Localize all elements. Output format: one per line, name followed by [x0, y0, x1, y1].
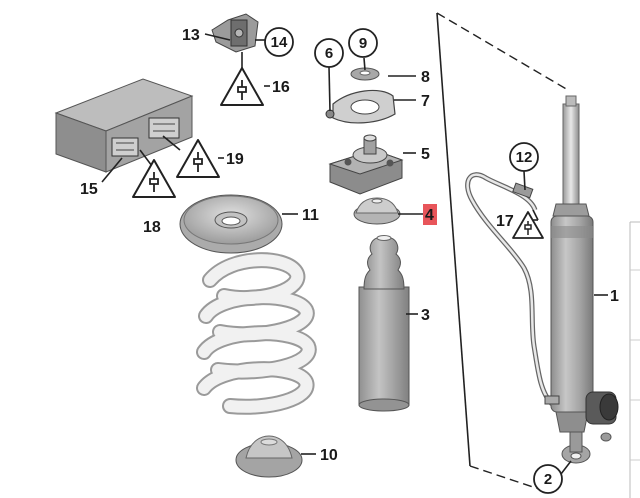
callout-19[interactable]: 19 — [226, 151, 244, 168]
electrical-warning-icon — [512, 211, 544, 239]
callout-18[interactable]: 18 — [143, 219, 161, 236]
callout-5[interactable]: 5 — [421, 146, 430, 163]
callout-labels: 1 2 3 4 5 6 7 8 9 10 11 12 13 14 15 16 1… — [80, 27, 619, 488]
callout-3[interactable]: 3 — [421, 307, 430, 324]
callout-16[interactable]: 16 — [272, 79, 290, 96]
callout-15[interactable]: 15 — [80, 181, 98, 198]
leader-lines — [101, 33, 608, 475]
callout-12[interactable]: 12 — [516, 149, 533, 166]
callout-11[interactable]: 11 — [302, 207, 319, 224]
electrical-warning-icon — [176, 139, 220, 178]
electrical-warning-icon — [220, 67, 264, 106]
control-unit — [54, 78, 194, 173]
callout-10[interactable]: 10 — [320, 447, 338, 464]
callout-17[interactable]: 17 — [496, 213, 514, 230]
coil-spring — [196, 252, 317, 415]
table-edge — [629, 221, 640, 498]
callout-6[interactable]: 6 — [325, 45, 333, 62]
electrical-warning-icon — [132, 159, 176, 198]
callout-circles — [264, 27, 563, 494]
upper-spring-pad — [179, 194, 283, 254]
callout-13[interactable]: 13 — [182, 27, 200, 44]
callout-8[interactable]: 8 — [421, 69, 430, 86]
callout-2[interactable]: 2 — [544, 471, 552, 488]
gasket — [325, 89, 396, 124]
callout-4[interactable]: 4 — [425, 207, 434, 224]
callout-1[interactable]: 1 — [610, 288, 619, 305]
callout-highlight-box — [423, 204, 437, 225]
stop-cap — [353, 197, 401, 225]
callout-14[interactable]: 14 — [271, 34, 288, 51]
protective-boot — [358, 235, 410, 412]
assembly-frame — [436, 12, 569, 493]
height-sensor-bracket — [211, 13, 259, 53]
shock-absorber — [550, 95, 619, 464]
washer — [350, 67, 380, 81]
wiring-harness — [465, 172, 560, 406]
support-bearing — [328, 134, 404, 195]
callout-7[interactable]: 7 — [421, 93, 430, 110]
lower-spring-pad — [235, 435, 303, 478]
callout-9[interactable]: 9 — [359, 35, 367, 52]
